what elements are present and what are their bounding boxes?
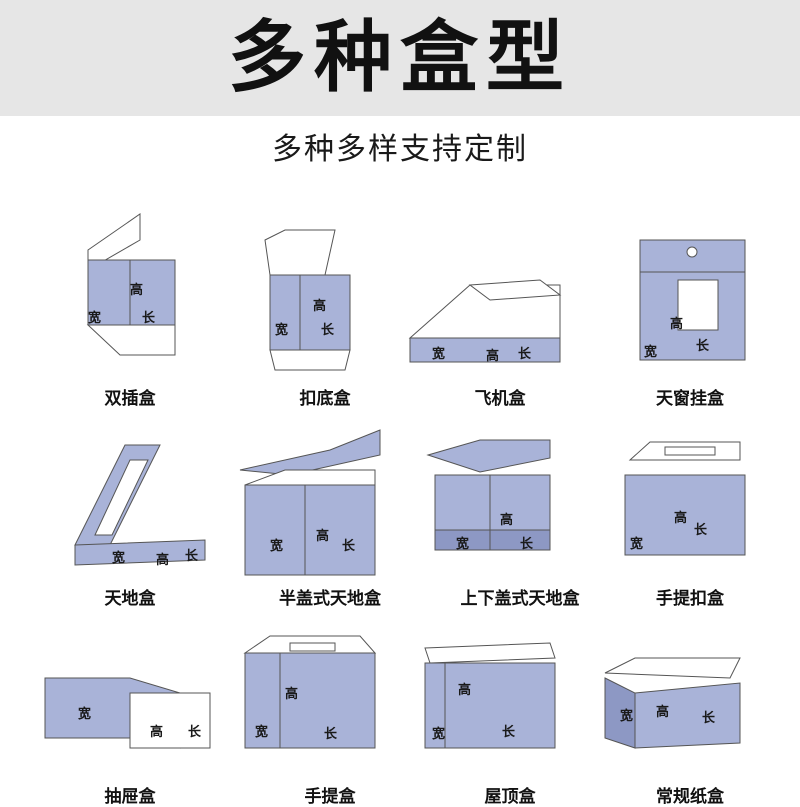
box-caption: 手提盒 [304,787,356,807]
box-caption: 天地盒 [104,589,156,609]
dim-width-label: 宽 [111,550,125,566]
dim-length-label: 长 [321,322,335,338]
dim-length-label: 长 [518,346,532,362]
box-type-lock-bottom: 宽 高 长 扣底盒 [225,200,425,409]
dim-width-label: 宽 [629,536,643,552]
dim-width-label: 宽 [619,708,633,724]
dim-length-label: 长 [142,310,156,326]
page-title: 多种盒型 [227,13,572,103]
box-illustration: 宽 高 长 [604,657,741,749]
box-type-lid-base: 宽 高 长 天地盒 [30,400,230,609]
box-caption: 扣底盒 [299,389,351,409]
box-caption: 上下盖式天地盒 [460,589,580,609]
dim-length-label: 长 [520,536,534,552]
box-type-drawer: 宽 高 长 抽屉盒 [30,598,230,807]
dim-width-label: 宽 [455,536,469,552]
dim-height-label: 高 [316,528,329,544]
dim-width-label: 宽 [87,310,101,326]
dim-width-label: 宽 [431,726,445,742]
box-type-top-bottom-lid: 宽 高 长 上下盖式天地盒 [420,400,620,609]
dim-height-label: 高 [670,316,683,332]
dim-height-label: 高 [130,282,143,298]
box-type-tuck-end: 宽 高 长 双插盒 [30,200,230,409]
box-illustration: 宽 高 长 [264,229,351,371]
dim-width-label: 宽 [643,344,657,360]
dim-width-label: 宽 [269,538,283,554]
box-caption: 半盖式天地盒 [279,589,381,609]
box-type-handle: 宽 高 长 手提盒 [230,598,430,807]
dim-width-label: 宽 [254,724,268,740]
box-caption: 双插盒 [104,389,156,409]
box-illustration: 宽 高 长 [408,279,562,364]
box-caption: 常规纸盒 [656,787,724,807]
box-illustration: 宽 高 长 [243,635,377,749]
box-caption: 飞机盒 [474,389,526,409]
dim-height-label: 高 [674,510,687,526]
box-type-mailer: 宽 高 长 飞机盒 [400,200,600,409]
dim-length-label: 长 [502,724,516,740]
dim-length-label: 长 [324,726,338,742]
title-banner [0,0,800,116]
box-type-window-hanger: 高 宽 长 天窗挂盒 [590,200,790,409]
box-type-half-lid: 宽 高 长 半盖式天地盒 [230,400,430,609]
dim-height-label: 高 [486,348,499,364]
dim-length-label: 长 [696,338,710,354]
dim-length-label: 长 [694,522,708,538]
dim-length-label: 长 [188,724,202,740]
dim-height-label: 高 [150,724,163,740]
dim-height-label: 高 [313,298,326,314]
dim-length-label: 长 [185,548,199,564]
box-illustration: 宽 高 长 [239,429,381,576]
box-illustration: 宽 高 长 [426,439,551,552]
dim-length-label: 长 [342,538,356,554]
box-illustration: 宽 高 长 [44,677,211,749]
dim-width-label: 宽 [274,322,288,338]
box-type-gable: 宽 高 长 屋顶盒 [410,598,610,807]
box-illustration: 高 宽 长 [639,239,746,361]
dim-height-label: 高 [500,512,513,528]
box-type-handle-tuck: 宽 高 长 手提扣盒 [590,400,790,609]
box-illustration: 宽 高 长 [86,213,176,356]
dim-height-label: 高 [458,682,471,698]
dim-height-label: 高 [156,552,169,568]
box-caption: 手提扣盒 [656,589,724,609]
box-illustration: 宽 高 长 [624,441,746,556]
dim-width-label: 宽 [431,346,445,362]
dim-length-label: 长 [702,710,716,726]
page-subtitle: 多种多样支持定制 [272,132,528,167]
box-illustration: 宽 高 长 [74,444,206,568]
dim-width-label: 宽 [77,706,91,722]
box-illustration: 宽 高 长 [424,642,556,749]
box-type-standard-carton: 宽 高 长 常规纸盒 [590,598,790,807]
dim-height-label: 高 [285,686,298,702]
box-caption: 屋顶盒 [484,787,536,807]
box-caption: 天窗挂盒 [656,389,724,409]
dim-height-label: 高 [656,704,669,720]
box-caption: 抽屉盒 [104,787,156,807]
